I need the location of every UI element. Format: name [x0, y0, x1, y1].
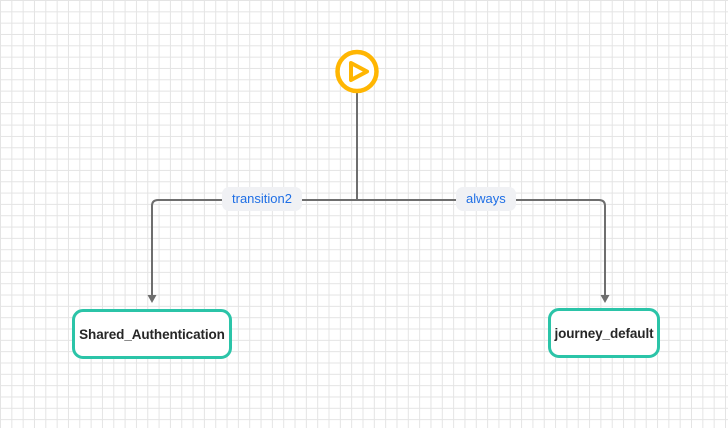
start-node[interactable] — [335, 49, 379, 94]
edge-transition2 — [147, 199, 357, 303]
play-icon — [349, 61, 369, 82]
node-journey-default[interactable]: journey_default — [548, 308, 660, 358]
edge-label-transition2[interactable]: transition2 — [222, 187, 302, 211]
edge-label-always[interactable]: always — [456, 187, 516, 211]
node-shared-authentication[interactable]: Shared_Authentication — [72, 309, 232, 359]
node-label: Shared_Authentication — [79, 326, 225, 342]
node-label: journey_default — [554, 325, 654, 341]
edge-always — [357, 199, 610, 303]
